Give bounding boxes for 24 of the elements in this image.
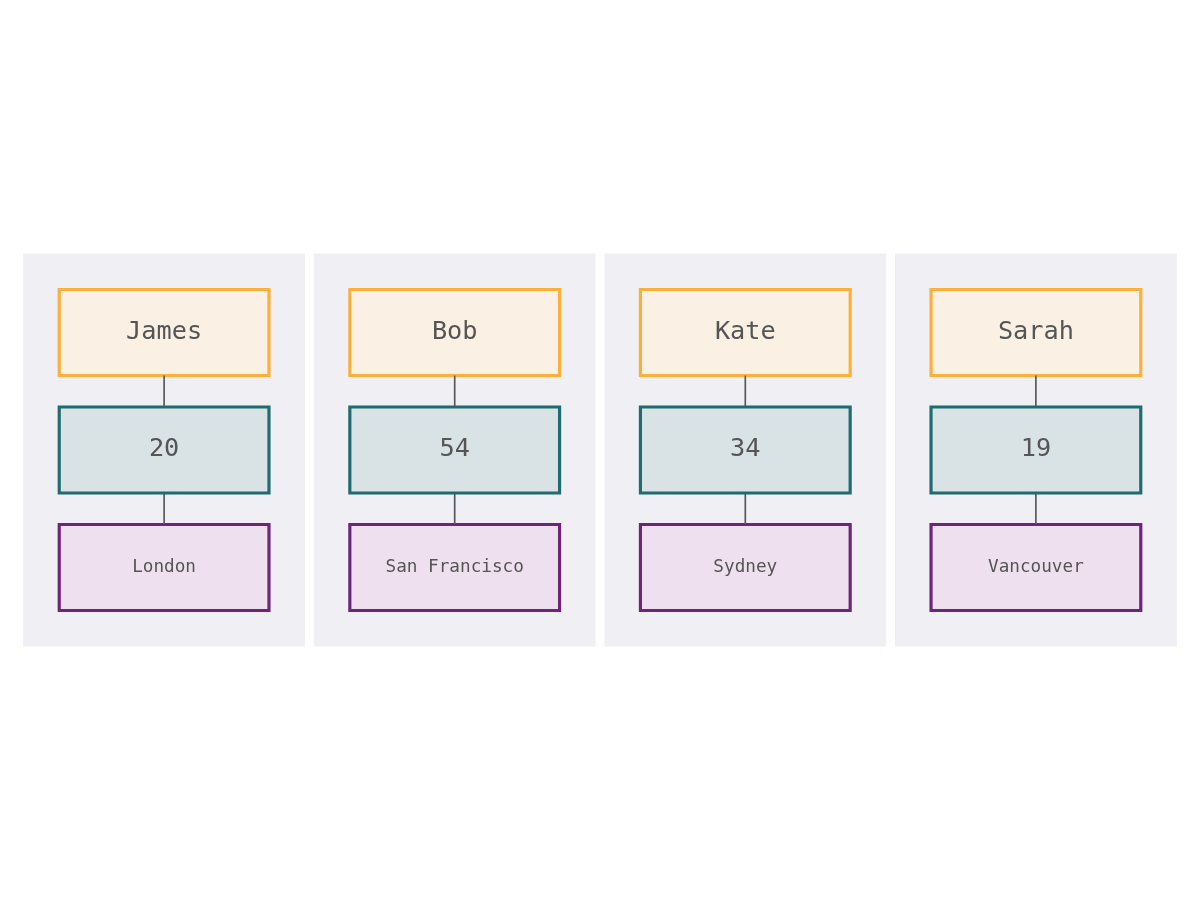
- cluster: [604, 253, 887, 647]
- connector: [453, 374, 456, 408]
- node-box: 19: [929, 405, 1143, 495]
- node-box: Sarah: [929, 287, 1143, 378]
- node-box: 54: [348, 405, 562, 495]
- node-box: Kate: [638, 287, 852, 378]
- node-box: Bob: [348, 287, 562, 378]
- connector: [1035, 374, 1037, 408]
- node-box: 20: [57, 405, 271, 495]
- connector: [744, 374, 747, 408]
- cluster: [23, 253, 305, 647]
- node-box: San Francisco: [348, 522, 562, 613]
- connector: [163, 492, 165, 526]
- node-box: James: [57, 287, 271, 378]
- cluster: [895, 253, 1177, 647]
- cluster: [313, 253, 596, 647]
- node-box: Vancouver: [929, 522, 1143, 613]
- connector: [744, 492, 747, 526]
- node-box: Sydney: [638, 522, 852, 613]
- connector: [163, 374, 165, 408]
- connector: [1035, 492, 1037, 526]
- node-box: London: [57, 522, 271, 613]
- connector: [453, 492, 456, 526]
- node-box: 34: [638, 405, 852, 495]
